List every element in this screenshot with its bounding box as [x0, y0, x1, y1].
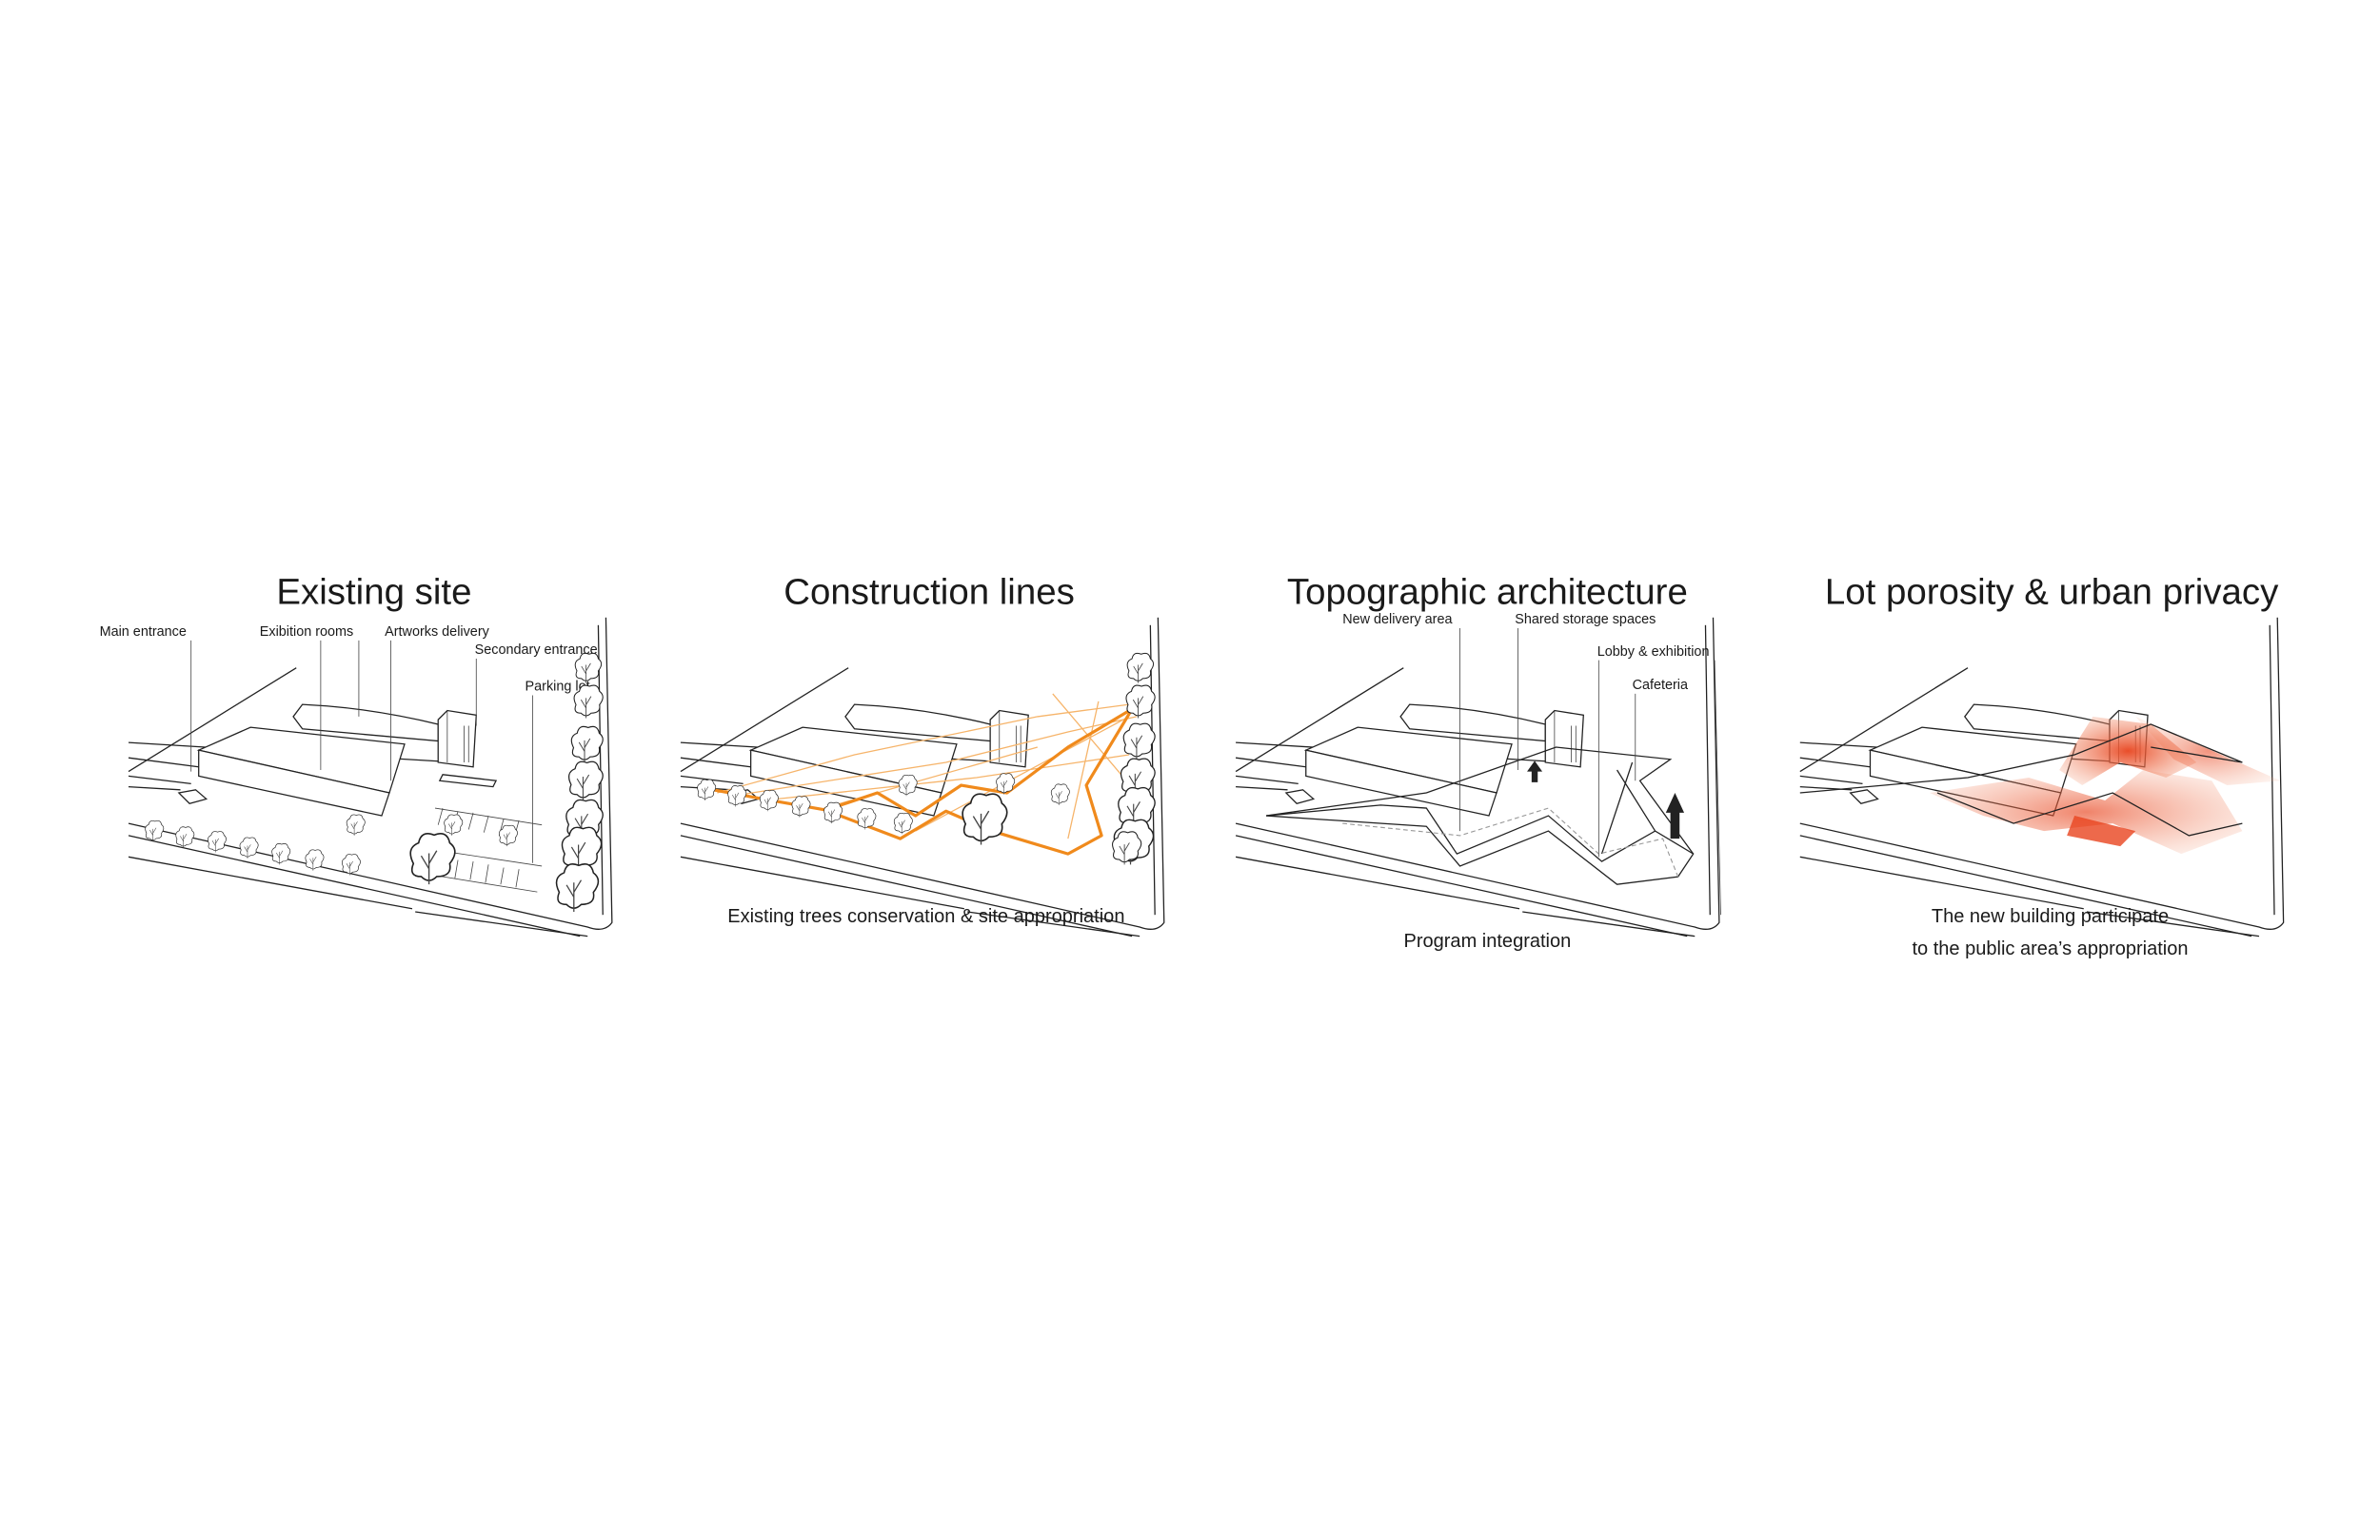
parking-lot-stripes — [430, 774, 543, 893]
site-base-drawing — [128, 617, 613, 938]
leader-lines — [190, 640, 533, 863]
leader-lines — [1459, 628, 1721, 916]
folded-topographic-roof — [1266, 746, 1695, 885]
panel-title: Existing site — [276, 571, 471, 612]
construction-lines-light — [717, 693, 1138, 839]
panel-title: Topographic architecture — [1287, 571, 1688, 612]
label-shared-storage-spaces: Shared storage spaces — [1515, 612, 1656, 627]
label-lobby-exhibition: Lobby & exhibition — [1597, 644, 1710, 660]
panel-caption: Program integration — [1403, 931, 1571, 952]
arrow-up-icon — [1665, 793, 1685, 839]
public-area-red-zones — [1929, 716, 2281, 855]
panel-caption-line-1: The new building participate — [1932, 906, 2169, 927]
panel-caption-line-2: to the public area’s appropriation — [1912, 938, 2188, 959]
building-outline — [1799, 723, 2243, 837]
label-secondary-entrance: Secondary entrance — [475, 642, 598, 658]
label-new-delivery-area: New delivery area — [1342, 612, 1453, 627]
label-exhibition-rooms: Exibition rooms — [260, 624, 353, 640]
site-base-drawing — [1235, 617, 1720, 938]
panel-caption: Existing trees conservation & site appro… — [727, 906, 1124, 927]
label-parking-lot: Parking lot — [526, 680, 590, 695]
panel-existing-site: Existing site Main entrance Exibition ro… — [100, 571, 613, 938]
panel-lot-porosity: Lot porosity & urban privacy The new bui… — [1799, 571, 2285, 959]
label-cafeteria: Cafeteria — [1633, 678, 1689, 693]
panel-topographic-architecture: Topographic architecture New delivery ar… — [1235, 571, 1721, 952]
arrow-up-icon — [1527, 760, 1543, 782]
panel-title: Construction lines — [783, 571, 1075, 612]
panel-title: Lot porosity & urban privacy — [1825, 571, 2279, 612]
label-artworks-delivery: Artworks delivery — [385, 624, 489, 640]
panel-construction-lines: Construction lines Existing trees — [680, 571, 1165, 938]
label-main-entrance: Main entrance — [100, 624, 187, 640]
